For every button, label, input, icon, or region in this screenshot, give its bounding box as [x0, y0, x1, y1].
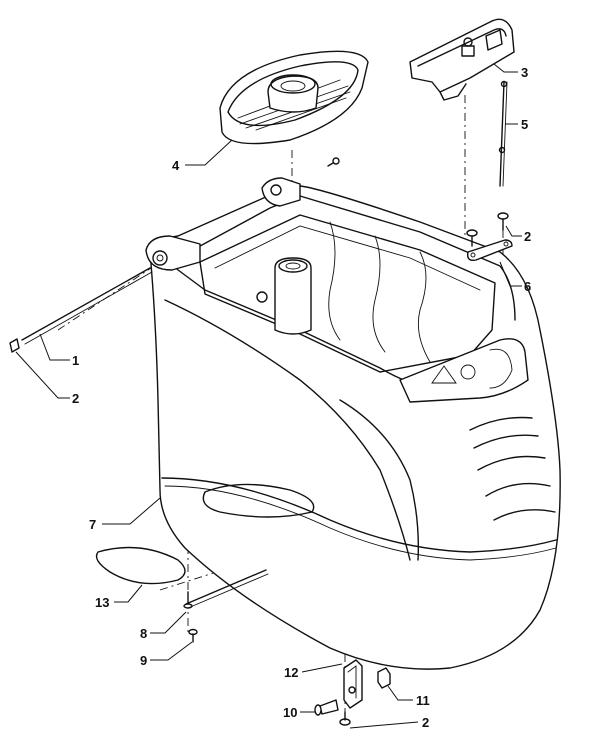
screw-8 — [183, 591, 193, 609]
control-housing — [409, 18, 515, 101]
callout-2: 2 — [524, 229, 531, 244]
screw-9 — [188, 628, 198, 643]
screws — [9, 157, 509, 726]
screw-top-center — [327, 157, 340, 167]
latch-part-12 — [343, 659, 363, 709]
clip-part-11 — [377, 667, 391, 689]
callout-2: 2 — [422, 715, 429, 730]
callout-10: 10 — [283, 705, 297, 720]
filter-tray — [219, 50, 369, 145]
callout-8: 8 — [140, 626, 147, 641]
callout-6: 6 — [524, 279, 531, 294]
screw-2-bottom — [339, 711, 351, 726]
screw-2-left — [9, 338, 20, 353]
callout-2: 2 — [72, 391, 79, 406]
callout-12: 12 — [284, 665, 298, 680]
callout-13: 13 — [95, 595, 109, 610]
callout-9: 9 — [140, 653, 147, 668]
callout-11: 11 — [416, 693, 430, 708]
callout-1: 1 — [72, 353, 79, 368]
oval-cover-part-13 — [95, 546, 186, 585]
rod-part-5 — [498, 80, 508, 187]
callout-7: 7 — [89, 517, 96, 532]
leader-lines — [15, 63, 522, 729]
main-housing — [145, 177, 561, 670]
callout-5: 5 — [521, 117, 528, 132]
callout-4: 4 — [172, 158, 180, 173]
pin-part-1 — [21, 267, 153, 345]
callout-labels: 1 2 2 2 3 4 5 6 7 8 9 10 11 12 13 — [72, 65, 531, 730]
screw-2-right — [497, 212, 509, 231]
bracket-part-6 — [466, 239, 513, 262]
callout-3: 3 — [521, 65, 528, 80]
screw-10 — [314, 699, 339, 716]
rod-part-8 — [185, 569, 269, 609]
screw-near-6 — [466, 229, 478, 247]
